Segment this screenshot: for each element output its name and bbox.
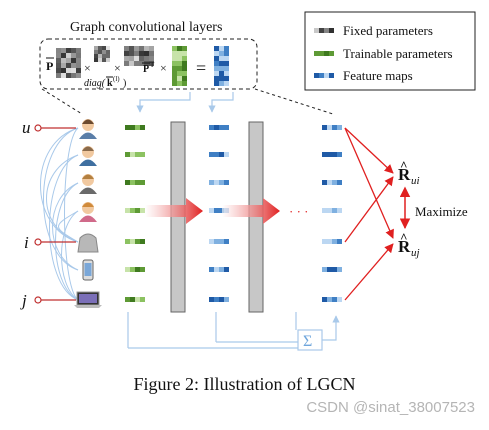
hoodie-icon [77, 233, 99, 253]
legend-swatch-fixed [314, 28, 334, 33]
layer1-embedding [209, 180, 229, 185]
graph-edge [52, 182, 79, 271]
final-embedding [322, 239, 342, 244]
layer1-embedding [209, 267, 229, 272]
equals-symbol: = [196, 58, 206, 78]
r-ui-hat: ^ [400, 158, 408, 173]
label-u: u [22, 118, 31, 137]
times-symbol: × [84, 61, 91, 75]
p-bar-symbol: P [46, 59, 53, 73]
figure-caption: Figure 2: Illustration of LGCN [133, 374, 356, 394]
maximize-label: Maximize [415, 204, 468, 219]
user-icon [79, 202, 97, 222]
feed-line [136, 92, 191, 113]
graph-edge [46, 154, 79, 243]
arrow-i-to-rui [344, 176, 394, 243]
initial-embedding [125, 152, 145, 157]
watermark: CSDN @sinat_38007523 [306, 399, 475, 416]
label-i: i [24, 233, 29, 252]
zoom-line-left [41, 88, 83, 115]
output-arrows [344, 127, 394, 301]
initial-embedding [125, 267, 145, 272]
user-icon [79, 174, 97, 194]
ellipsis: · · · [289, 204, 309, 219]
final-embedding [322, 152, 342, 157]
graph-edge [43, 127, 79, 271]
r-uj-base: R [398, 237, 411, 256]
times-symbol: × [160, 61, 167, 75]
r-uj-sub: uj [411, 247, 420, 259]
graph-edge [64, 127, 79, 301]
legend-fixed: Fixed parameters [343, 23, 433, 38]
initial-embedding [125, 208, 145, 213]
layer1-embedding [209, 152, 229, 157]
initial-embedding [125, 180, 145, 185]
times-symbol: × [114, 61, 121, 75]
arrow-j-to-ruj [344, 243, 394, 301]
node-anchor [34, 238, 42, 246]
sum-symbol: Σ [303, 333, 312, 350]
phone-icon [82, 259, 94, 281]
label-j: j [20, 291, 27, 310]
layer1-embedding [209, 239, 229, 244]
embedding-columns [125, 125, 342, 302]
p-bar-t-symbol: P [143, 64, 149, 75]
feature-matrix [214, 46, 229, 86]
legend-swatch-trainable [314, 51, 334, 56]
propagation-arrow-2 [222, 198, 280, 224]
graph-edge [58, 210, 79, 243]
final-embedding [322, 297, 342, 302]
user-icon [79, 146, 97, 166]
zoom-line-right [254, 88, 334, 115]
gcn-title: Graph convolutional layers [70, 20, 222, 35]
legend-feature: Feature maps [343, 68, 413, 83]
bipartite-graph [34, 119, 102, 308]
initial-embedding [125, 297, 145, 302]
r-uj-hat: ^ [400, 230, 408, 245]
arrow-u-to-rui [344, 127, 394, 174]
propagation-arrow-1 [145, 198, 203, 224]
legend-swatches [314, 28, 334, 78]
user-icon [79, 119, 97, 139]
final-embedding [322, 267, 342, 272]
layer1-embedding [209, 125, 229, 130]
node-anchor [34, 296, 42, 304]
diag-close: ) [123, 78, 126, 89]
laptop-icon [74, 291, 102, 308]
graph-edge [49, 154, 79, 301]
t-superscript: T [150, 61, 155, 69]
graph-edge [61, 210, 79, 301]
formula-box [39, 38, 258, 90]
legend-trainable: Trainable parameters [343, 46, 453, 61]
legend-swatch-feature [314, 73, 334, 78]
k-superscript: (l) [113, 75, 120, 83]
sum-output-line [322, 315, 340, 341]
layer1-embedding [209, 297, 229, 302]
adjacency-matrix-t [124, 46, 154, 66]
final-embedding [322, 180, 342, 185]
arrow-u-to-ruj [344, 127, 394, 239]
feed-line [208, 92, 234, 113]
initial-embedding [125, 239, 145, 244]
adjacency-matrix [56, 48, 81, 78]
r-ui-base: R [398, 165, 411, 184]
final-embedding [322, 208, 342, 213]
trainable-matrix [172, 46, 187, 86]
diag-matrix [94, 46, 110, 62]
diag-label: diag( [84, 78, 106, 89]
final-embedding [322, 125, 342, 130]
initial-embedding [125, 125, 145, 130]
k-vector: k [107, 78, 113, 89]
r-ui-sub: ui [411, 175, 420, 187]
node-anchor [34, 124, 42, 132]
